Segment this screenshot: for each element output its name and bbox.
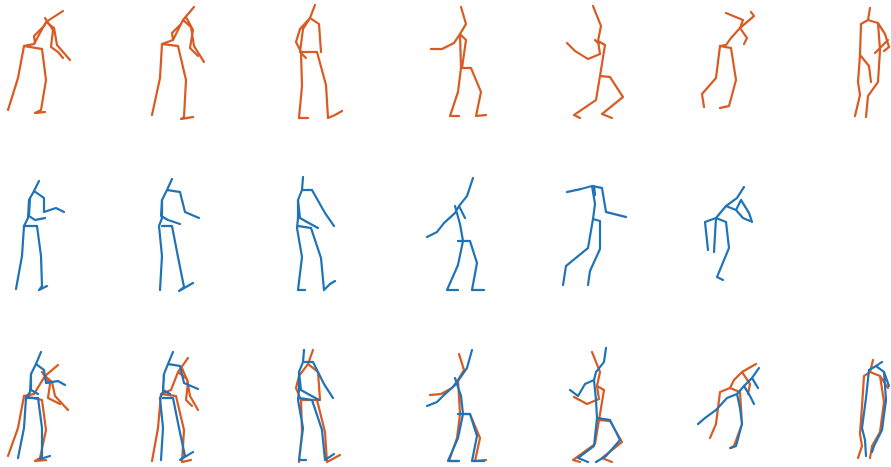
orange-skeleton-6-bone-3: [740, 28, 747, 44]
overlay-blue-skeleton-6-bone-4: [752, 378, 758, 388]
orange-skeleton-2-bone-2: [162, 44, 193, 119]
blue-skeleton-1-bone-1: [16, 181, 39, 289]
orange-skeleton-3-bone-3: [310, 18, 321, 52]
blue-skeleton-2: [159, 179, 199, 291]
blue-skeleton-5-bone-3: [588, 219, 600, 285]
overlay-blue-skeleton-5: [570, 348, 620, 462]
blue-skeleton-1-bone-2: [24, 226, 47, 290]
orange-skeleton-6-bone-1: [702, 13, 743, 107]
overlay-orange-skeleton-6: [710, 364, 756, 448]
blue-skeleton-1-bone-3: [34, 191, 64, 212]
orange-skeleton-7-bone-2: [866, 20, 880, 117]
orange-skeleton-3-bone-1: [296, 5, 315, 118]
overlay-blue-skeleton-7-bone-2: [872, 366, 886, 452]
overlay-orange-skeleton-6-bone-1: [710, 364, 756, 438]
blue-skeleton-5: [563, 186, 626, 285]
orange-skeleton-4: [431, 7, 486, 116]
orange-skeleton-4-bone-3: [461, 68, 486, 116]
blue-skeleton-5-bone-1: [567, 186, 626, 217]
blue-skeleton-6-bone-3: [716, 218, 729, 280]
blue-skeleton-4-bone-1: [427, 178, 473, 237]
orange-skeleton-1: [8, 11, 70, 113]
blue-skeleton-1: [16, 181, 64, 290]
orange-skeleton-7-bone-4: [860, 55, 871, 82]
overlay-blue-skeleton-6: [698, 368, 759, 448]
overlay-blue-skeleton-5-bone-3: [596, 418, 620, 462]
blue-skeleton-3-bone-2: [298, 226, 335, 290]
overlay-orange-skeleton-4: [430, 354, 486, 461]
orange-skeleton-7: [855, 8, 889, 117]
blue-skeleton-4: [427, 178, 484, 290]
blue-skeleton-3: [297, 177, 335, 290]
blue-skeleton-1-bone-4: [29, 198, 45, 220]
blue-skeleton-2-bone-2: [162, 226, 193, 291]
blue-skeleton-2-bone-3: [167, 190, 199, 218]
overlay-orange-skeleton-3-bone-2: [301, 400, 340, 462]
blue-skeleton-3-bone-3: [302, 190, 334, 226]
overlay-blue-skeleton-3-bone-4: [299, 372, 319, 400]
overlay-blue-skeleton-2-bone-1: [160, 352, 173, 460]
orange-skeleton-6-bone-2: [720, 46, 736, 108]
overlay-orange-skeleton-4-bone-2: [449, 380, 460, 461]
overlay-orange-skeleton-7-bone-2: [870, 372, 884, 458]
blue-skeleton-row: [16, 177, 752, 291]
overlay-blue-skeleton-3-bone-2: [299, 398, 334, 460]
blue-skeleton-3-bone-1: [297, 177, 305, 290]
overlay-blue-skeleton-4-bone-1: [427, 350, 472, 406]
orange-skeleton-3: [296, 5, 342, 118]
orange-skeleton-2-bone-3: [183, 20, 204, 62]
orange-skeleton-1-bone-4: [45, 18, 63, 58]
overlay-orange-skeleton-2-bone-2: [161, 394, 191, 462]
overlay-orange-skeleton-1-bone-1: [8, 365, 58, 456]
overlay-orange-skeleton-2-bone-4: [182, 368, 192, 406]
overlay-blue-skeleton-1: [18, 352, 65, 459]
overlay-blue-skeleton-7: [862, 362, 889, 456]
orange-skeleton-4-bone-2: [450, 34, 461, 116]
orange-skeleton-3-bone-2: [301, 52, 342, 118]
overlay-blue-skeleton-3: [298, 350, 334, 460]
orange-skeleton-1-bone-2: [24, 46, 46, 113]
overlay-blue-skeleton-4: [427, 350, 484, 461]
orange-skeleton-2: [152, 7, 204, 119]
blue-skeleton-5-bone-4: [594, 186, 595, 195]
orange-skeleton-1-bone-1: [8, 11, 63, 110]
orange-skeleton-5-bone-1: [567, 6, 601, 59]
blue-skeleton-4-bone-4: [459, 206, 465, 218]
overlay-orange-skeleton-3: [296, 350, 340, 462]
orange-skeleton-7-bone-5: [875, 40, 888, 53]
overlay-skeleton-row: [8, 348, 889, 462]
blue-skeleton-2-bone-4: [161, 200, 180, 224]
orange-skeleton-5: [567, 6, 623, 118]
blue-skeleton-3-bone-4: [298, 200, 318, 228]
orange-skeleton-row: [8, 5, 889, 119]
orange-skeleton-1-bone-3: [46, 22, 70, 60]
overlay-orange-skeleton-1: [8, 365, 68, 461]
orange-skeleton-5-bone-3: [600, 76, 623, 118]
blue-skeleton-2-bone-1: [159, 179, 172, 290]
orange-skeleton-6: [702, 12, 754, 108]
blue-skeleton-6: [705, 187, 752, 280]
